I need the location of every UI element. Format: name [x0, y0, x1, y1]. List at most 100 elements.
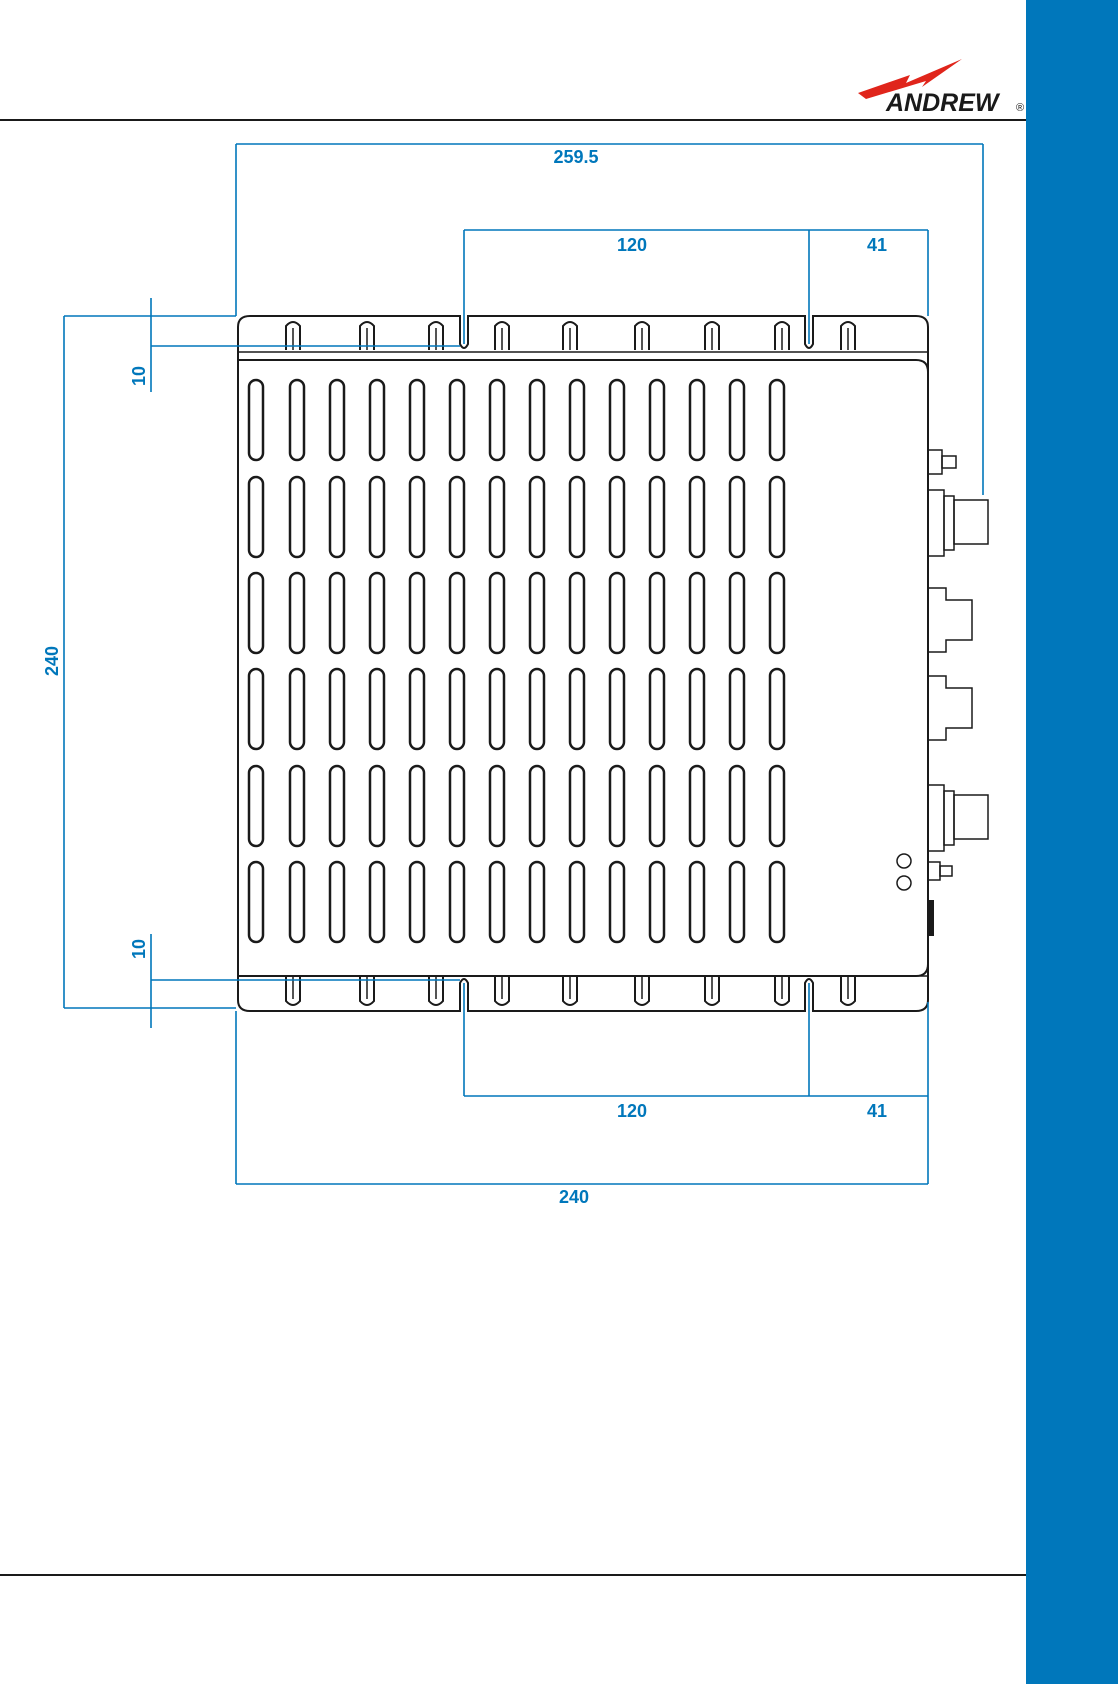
- dimension-lines: [64, 144, 983, 1184]
- vent-slot: [730, 862, 744, 942]
- top-tab-slot: [705, 322, 719, 350]
- vent-slot: [650, 766, 664, 846]
- vent-slot: [490, 380, 504, 460]
- vent-slot: [570, 477, 584, 557]
- vent-slot: [330, 862, 344, 942]
- vent-slots: [249, 380, 784, 942]
- bottom-tab-slot: [429, 977, 443, 1005]
- dim-label-bottom-span-right: 41: [867, 1101, 887, 1121]
- vent-slot: [450, 380, 464, 460]
- vent-slot: [490, 669, 504, 749]
- dim-label-bottom-span-middle: 120: [617, 1101, 647, 1121]
- vent-slot: [330, 669, 344, 749]
- vent-slot: [570, 766, 584, 846]
- vent-slot: [410, 477, 424, 557]
- vent-slot: [490, 766, 504, 846]
- status-led-upper: [897, 854, 911, 868]
- vent-slot: [490, 477, 504, 557]
- vent-slot: [530, 766, 544, 846]
- top-tab-slot: [635, 322, 649, 350]
- vent-slot: [530, 669, 544, 749]
- vent-slot: [690, 380, 704, 460]
- vent-slot: [249, 862, 263, 942]
- top-tab-slot: [563, 322, 577, 350]
- dim-label-tab-depth-bottom: 10: [129, 939, 149, 959]
- vent-slot: [690, 766, 704, 846]
- vent-slot: [770, 573, 784, 653]
- dim-label-overall-width-bottom: 240: [559, 1187, 589, 1207]
- vent-slot: [690, 862, 704, 942]
- coax-connector-lower-nut: [944, 791, 954, 845]
- coax-connector-lower: [928, 785, 944, 851]
- dim-label-tab-depth-top: 10: [129, 366, 149, 386]
- side-color-bar: [1026, 0, 1118, 1684]
- vent-slot: [530, 477, 544, 557]
- vent-slot: [370, 669, 384, 749]
- vent-slot: [290, 669, 304, 749]
- coax-connector-upper-body: [954, 500, 988, 544]
- vent-slot: [650, 380, 664, 460]
- vent-slot: [450, 573, 464, 653]
- vent-slot: [330, 380, 344, 460]
- fiber-port-upper: [928, 588, 972, 652]
- vent-slot: [450, 862, 464, 942]
- dim-label-top-span-right: 41: [867, 235, 887, 255]
- vent-slot: [290, 573, 304, 653]
- vent-slot: [730, 669, 744, 749]
- vent-slot: [730, 380, 744, 460]
- vent-slot: [650, 862, 664, 942]
- vent-slot: [490, 862, 504, 942]
- vent-slot: [450, 477, 464, 557]
- vent-slot: [530, 380, 544, 460]
- small-connector-lower: [928, 862, 940, 880]
- vent-slot: [570, 669, 584, 749]
- bottom-tab-slot: [705, 977, 719, 1005]
- vent-slot: [490, 573, 504, 653]
- vent-slot: [610, 573, 624, 653]
- vent-slot: [730, 766, 744, 846]
- vent-slot: [610, 669, 624, 749]
- vent-slot: [570, 573, 584, 653]
- vent-slot: [330, 766, 344, 846]
- vent-slot: [610, 380, 624, 460]
- vent-slot: [370, 380, 384, 460]
- vent-slot: [410, 862, 424, 942]
- vent-slot: [530, 862, 544, 942]
- vent-slot: [290, 380, 304, 460]
- vent-slot: [410, 573, 424, 653]
- small-connector-tip: [942, 456, 956, 468]
- vent-slot: [770, 766, 784, 846]
- vent-slot: [410, 380, 424, 460]
- vent-slot: [370, 477, 384, 557]
- vent-slot: [370, 766, 384, 846]
- vent-slot: [770, 380, 784, 460]
- small-connector-lower-tip: [940, 866, 952, 876]
- small-connector: [928, 450, 942, 474]
- vent-slot: [570, 380, 584, 460]
- vent-slot: [249, 380, 263, 460]
- vent-slot: [610, 862, 624, 942]
- top-tab-slot: [495, 322, 509, 350]
- vent-slot: [690, 477, 704, 557]
- bottom-tab-slot: [495, 977, 509, 1005]
- vent-slot: [410, 766, 424, 846]
- vent-slot: [249, 573, 263, 653]
- vent-slot: [610, 766, 624, 846]
- vent-slot: [690, 669, 704, 749]
- vent-slot: [370, 862, 384, 942]
- vent-slot: [650, 573, 664, 653]
- coax-connector-upper: [928, 490, 944, 556]
- dimension-drawing: 259.5 120 41 240 10 10 120 41 240: [0, 0, 1026, 1684]
- bottom-tab-slot: [841, 977, 855, 1005]
- vent-slot: [770, 862, 784, 942]
- top-tab-slot: [841, 322, 855, 350]
- bottom-tab-slot: [360, 977, 374, 1005]
- vent-slot: [450, 766, 464, 846]
- vent-slot: [249, 766, 263, 846]
- top-tab-slot: [775, 322, 789, 350]
- status-led-lower: [897, 876, 911, 890]
- vent-slot: [730, 573, 744, 653]
- dim-label-top-span-middle: 120: [617, 235, 647, 255]
- vent-slot: [530, 573, 544, 653]
- vent-slot: [330, 573, 344, 653]
